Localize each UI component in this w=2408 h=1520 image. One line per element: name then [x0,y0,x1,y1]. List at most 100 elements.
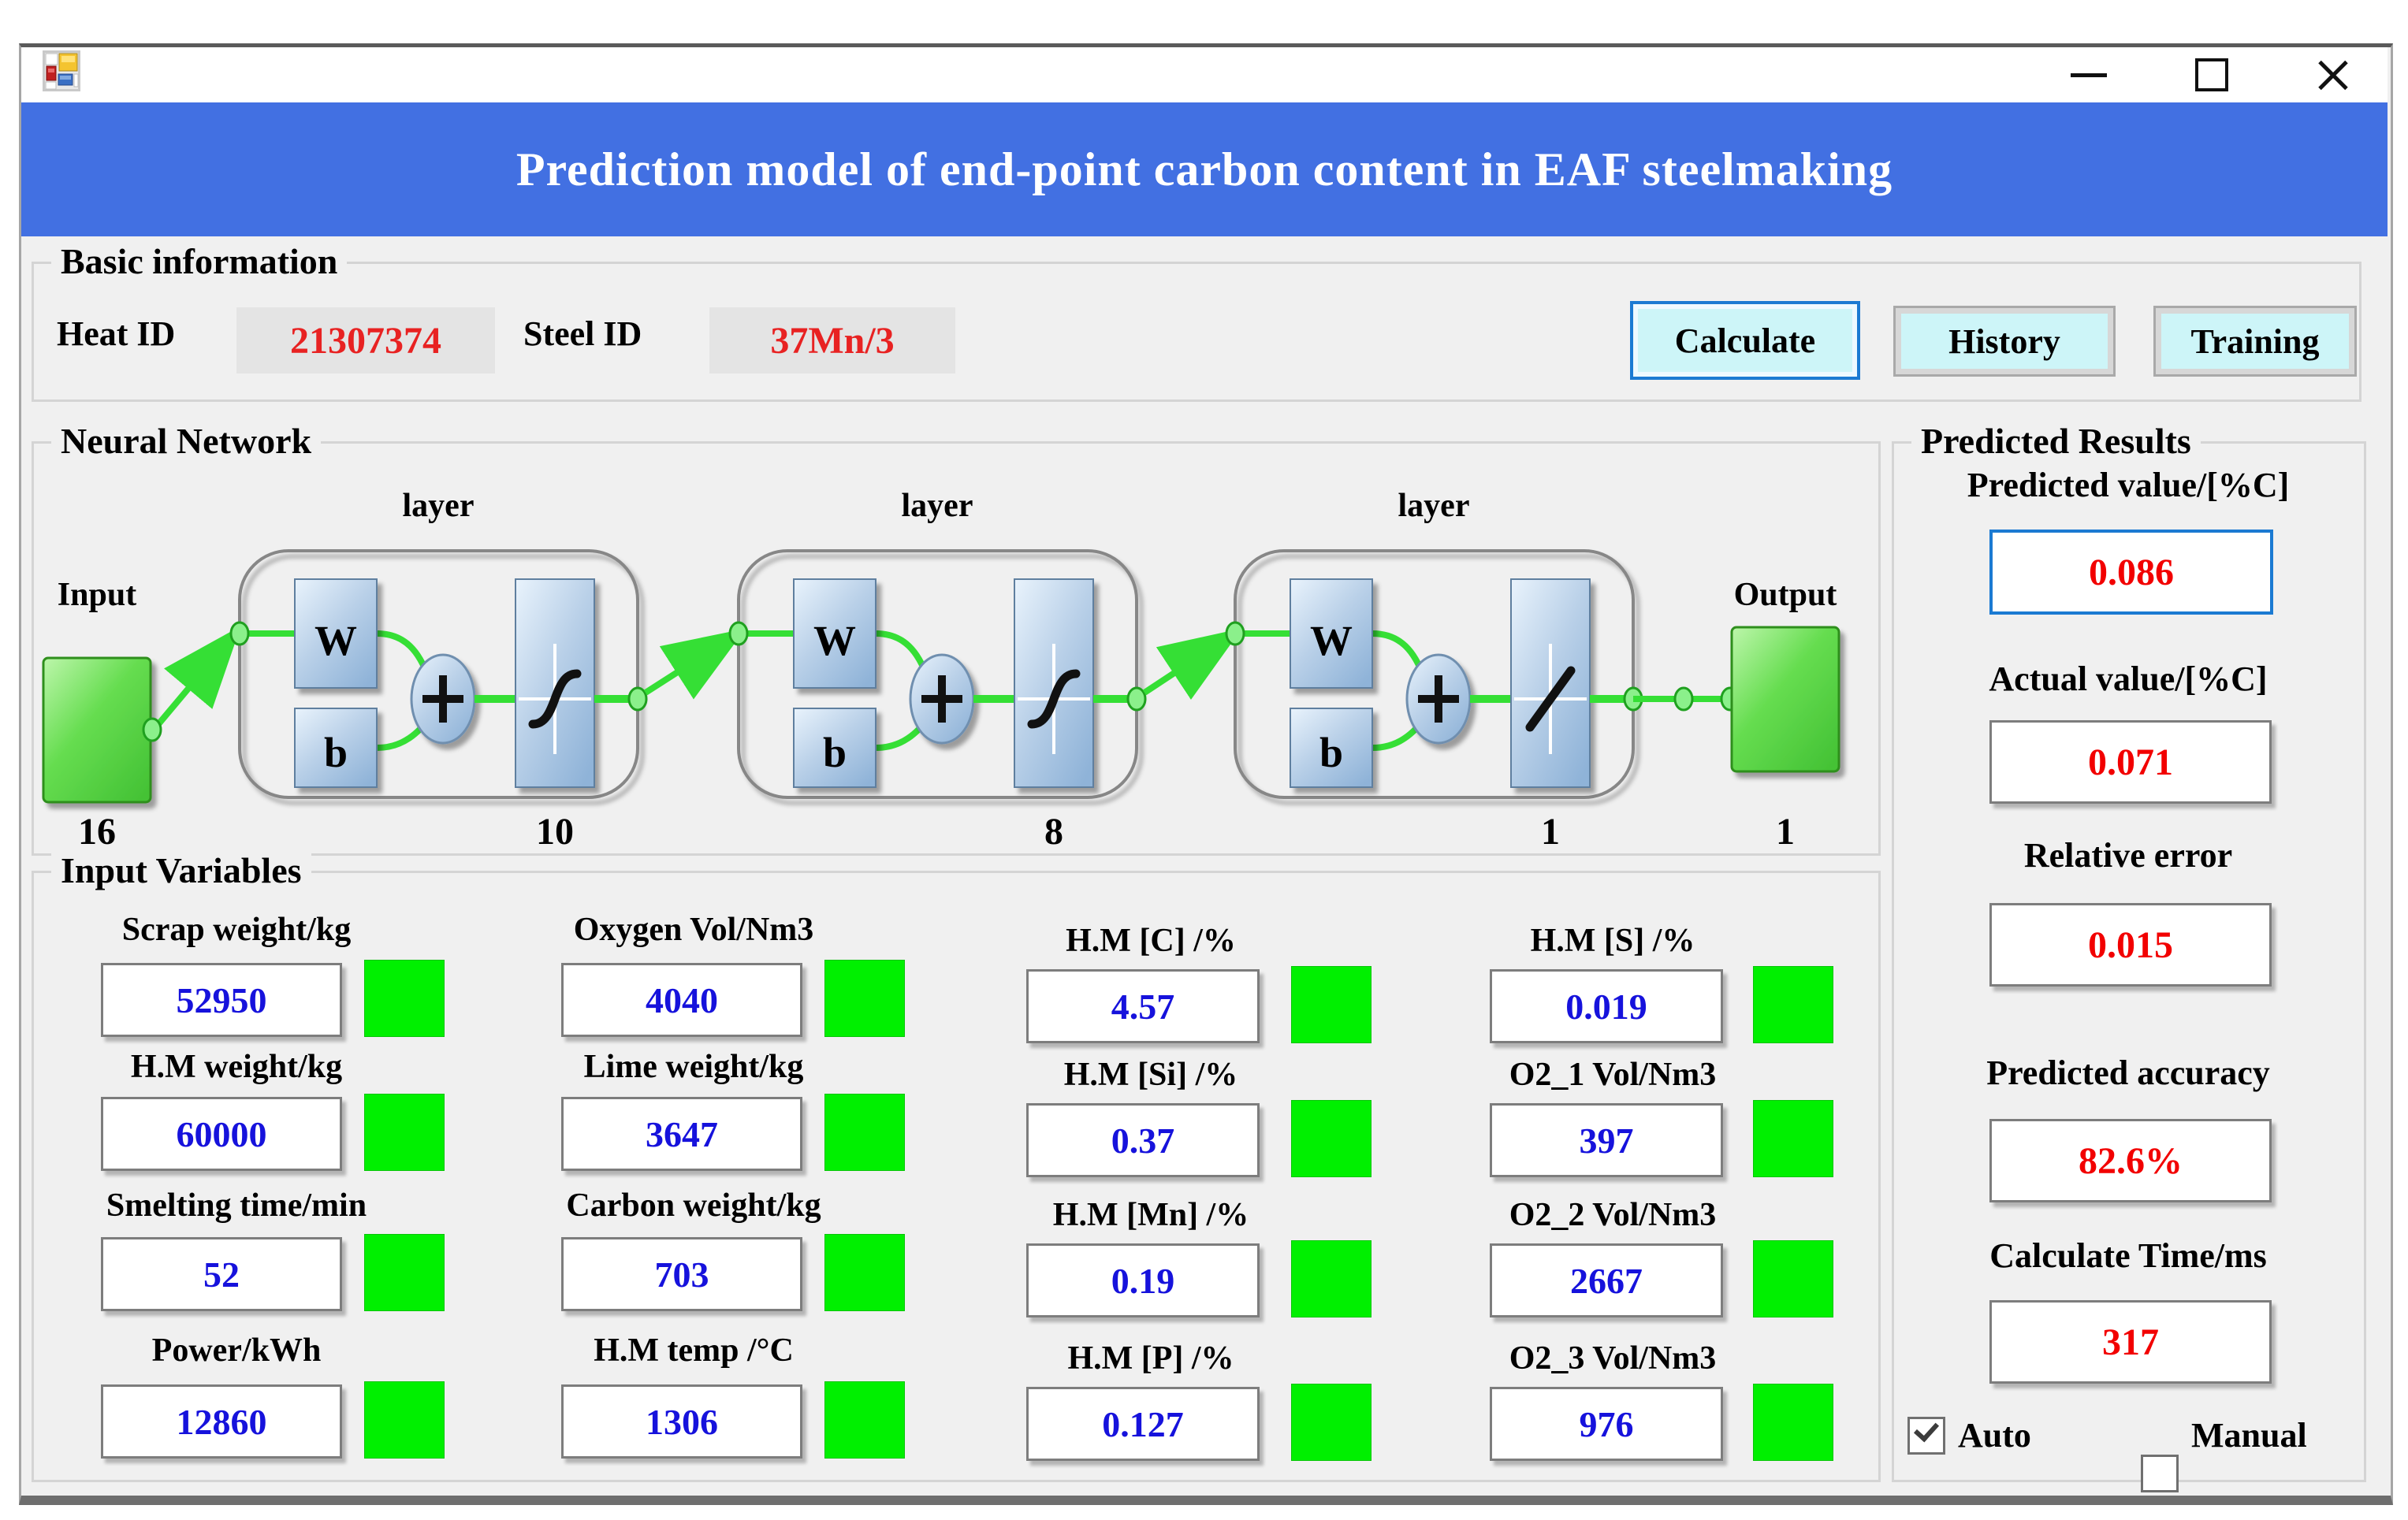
nn-layer-label: layer [902,488,973,524]
o2-3-input[interactable]: 976 [1490,1387,1723,1461]
status-indicator [824,960,905,1037]
calculate-time-box: 317 [1989,1300,2272,1384]
history-button[interactable]: History [1893,306,2116,377]
auto-checkbox[interactable] [1907,1416,1945,1455]
oxygen-vol-input[interactable]: 4040 [561,963,802,1037]
nn-input-label: Input [58,577,136,613]
field-label: Power/kWh [151,1332,322,1369]
field-label: H.M [P] /% [1067,1340,1234,1377]
hm-mn-input[interactable]: 0.19 [1026,1243,1260,1317]
app-banner: Prediction model of end-point carbon con… [21,102,2388,236]
nn-output-count: 1 [1776,811,1795,849]
basic-information-title: Basic information [51,240,348,282]
nn-weight-node: W [813,617,856,664]
actual-value-box: 0.071 [1989,720,2272,804]
predicted-accuracy-box: 82.6% [1989,1119,2272,1202]
auto-checkbox-label: Auto [1958,1416,2031,1455]
result-label: Actual value/[%C] [1989,660,2268,698]
neural-network-diagram: Input 16 layer W b 10 layer W b 8 layer [42,488,1840,849]
steel-id-value: 37Mn/3 [709,307,955,373]
nn-weight-node: W [314,617,357,664]
status-indicator [364,960,445,1037]
nn-layer-count: 10 [536,811,574,849]
nn-layer-label: layer [1398,488,1470,524]
hm-si-input[interactable]: 0.37 [1026,1103,1260,1177]
title-bar [21,47,2388,102]
maximize-icon [2195,58,2228,91]
relative-error-box: 0.015 [1989,903,2272,987]
hm-s-input[interactable]: 0.019 [1490,969,1723,1043]
status-indicator [824,1094,905,1171]
field-label: H.M [Mn] /% [1052,1197,1249,1233]
predicted-value-box: 0.086 [1989,530,2273,615]
result-label: Predicted accuracy [1986,1054,2270,1092]
result-label: Calculate Time/ms [1989,1236,2267,1275]
neural-network-groupbox: Neural Network [32,420,1881,856]
field-label: O2_3 Vol/Nm3 [1509,1340,1717,1377]
nn-bias-node: b [823,729,847,776]
status-indicator [1291,1100,1371,1177]
scrap-weight-input[interactable]: 52950 [101,963,342,1037]
nn-input-node [42,656,152,804]
nn-input-count: 16 [78,811,116,849]
status-indicator [1753,966,1833,1043]
field-label: H.M [C] /% [1066,923,1236,959]
maximize-button[interactable] [2188,51,2235,98]
status-indicator [1753,1384,1833,1461]
nn-layer-count: 1 [1541,811,1560,849]
field-label: H.M weight/kg [130,1049,343,1085]
status-indicator [364,1094,445,1171]
hm-c-input[interactable]: 4.57 [1026,969,1260,1043]
status-indicator [1753,1240,1833,1317]
o2-1-input[interactable]: 397 [1490,1103,1723,1177]
hm-weight-input[interactable]: 60000 [101,1097,342,1171]
heat-id-label: Heat ID [57,314,176,353]
hm-temp-input[interactable]: 1306 [561,1384,802,1459]
field-label: H.M [S] /% [1530,923,1695,959]
basic-information-groupbox: Basic information [32,240,2361,402]
manual-checkbox[interactable] [2141,1455,2179,1492]
nn-layer-label: layer [403,488,475,524]
nn-weight-node: W [1310,617,1353,664]
field-label: Carbon weight/kg [566,1187,821,1224]
nn-layer-count: 8 [1044,811,1063,849]
calculate-button[interactable]: Calculate [1630,301,1860,380]
page-title: Prediction model of end-point carbon con… [515,143,1893,195]
hm-p-input[interactable]: 0.127 [1026,1387,1260,1461]
predicted-results-title: Predicted Results [1911,420,2201,462]
field-label: O2_1 Vol/Nm3 [1509,1057,1717,1093]
status-indicator [1291,1384,1371,1461]
neural-network-title: Neural Network [51,420,322,462]
lime-weight-input[interactable]: 3647 [561,1097,802,1171]
predicted-results-groupbox: Predicted Results [1892,420,2366,1482]
carbon-weight-input[interactable]: 703 [561,1237,802,1311]
power-input[interactable]: 12860 [101,1384,342,1459]
field-label: Smelting time/min [106,1187,367,1224]
smelting-time-input[interactable]: 52 [101,1237,342,1311]
nn-bias-node: b [1319,729,1343,776]
field-label: H.M [Si] /% [1063,1057,1238,1093]
nn-output-node [1730,626,1840,773]
status-indicator [1753,1100,1833,1177]
field-label: O2_2 Vol/Nm3 [1509,1197,1717,1233]
status-indicator [364,1234,445,1311]
check-icon [1913,1416,1940,1443]
status-indicator [1291,1240,1371,1317]
o2-2-input[interactable]: 2667 [1490,1243,1723,1317]
training-button[interactable]: Training [2153,306,2357,377]
heat-id-value: 21307374 [236,307,495,373]
result-label: Relative error [2023,836,2233,875]
close-button[interactable] [2309,51,2357,98]
input-variables-title: Input Variables [51,849,311,891]
status-indicator [824,1234,905,1311]
nn-output-label: Output [1734,577,1837,613]
minimize-icon [2071,72,2107,77]
field-label: Scrap weight/kg [121,912,352,948]
minimize-button[interactable] [2065,51,2112,98]
input-variables-groupbox: Input Variables [32,849,1881,1482]
steel-id-label: Steel ID [523,314,642,353]
status-indicator [824,1381,905,1459]
result-label: Predicted value/[%C] [1967,466,2290,504]
status-indicator [1291,966,1371,1043]
field-label: Oxygen Vol/Nm3 [573,912,814,948]
